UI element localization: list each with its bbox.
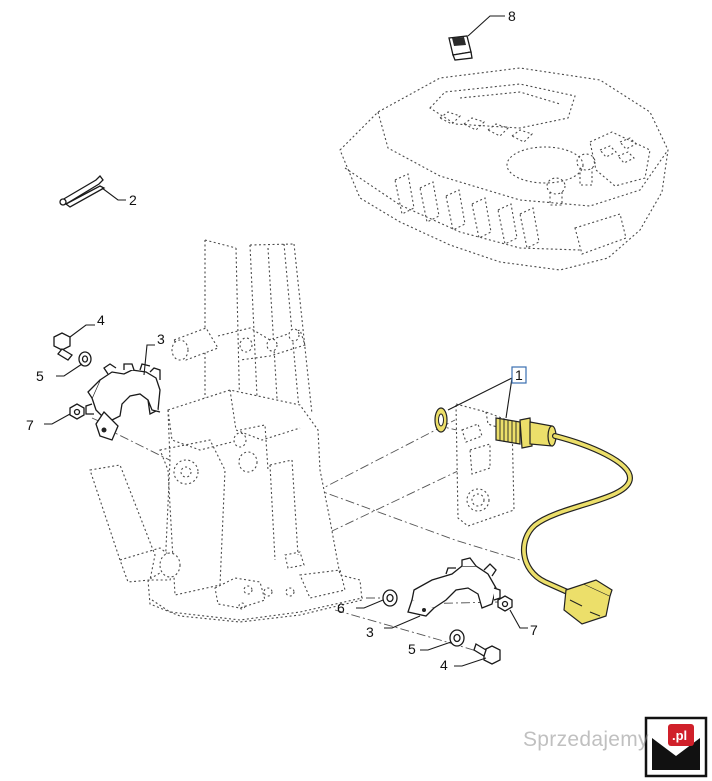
leader-1a: [447, 377, 513, 411]
leader-5-lower: [420, 641, 452, 651]
leader-3-lower: [384, 615, 421, 629]
callout-5-lower: 5: [408, 641, 416, 657]
part-6-washer: [382, 589, 398, 607]
callout-6: 6: [337, 600, 345, 616]
callout-2: 2: [129, 192, 137, 208]
callout-7-lower: 7: [530, 622, 538, 638]
leader-3-upper: [143, 344, 155, 376]
watermark-badge: .pl: [644, 716, 708, 778]
watermark-badge-red: [668, 724, 694, 746]
callout-1-box: [511, 366, 527, 384]
part-7-nut-lower: [497, 595, 513, 612]
leader-4-lower: [454, 657, 487, 667]
leader-4-upper: [69, 324, 95, 338]
callout-8: 8: [508, 8, 516, 24]
control-console: [339, 67, 669, 271]
callout-5-upper: 5: [36, 368, 44, 384]
leader-6: [356, 599, 384, 609]
watermark-text: Sprzedajemy: [523, 728, 649, 751]
leader-7-upper: [44, 413, 71, 425]
part-5-washer-lower: [449, 629, 465, 647]
part-1-sensor: [434, 407, 634, 625]
part-2-cotter-pin: [59, 175, 106, 208]
part-3-bracket-upper: [85, 363, 161, 441]
part-3-bracket-lower: [407, 557, 501, 617]
lower-bracket-group: [382, 557, 513, 665]
upper-bracket-group: [53, 332, 161, 441]
callout-3-upper: 3: [157, 331, 165, 347]
callout-7-upper: 7: [26, 417, 34, 433]
leader-1b: [505, 377, 513, 419]
leader-2: [101, 187, 126, 201]
part-8-switch-cap: [448, 35, 473, 61]
lever-assembly: [89, 239, 363, 623]
callout-4-upper: 4: [97, 312, 105, 328]
watermark-badge-text: .pl: [672, 728, 687, 743]
part-4-bolt-upper: [53, 332, 73, 361]
leader-7-lower: [509, 609, 528, 629]
part-7-nut-upper: [69, 403, 85, 420]
callout-4-lower: 4: [440, 657, 448, 673]
leader-5-upper: [56, 363, 83, 377]
leader-8: [467, 15, 505, 37]
part-5-washer-upper: [78, 351, 92, 367]
part-4-bolt-lower: [473, 643, 501, 665]
callout-3-lower: 3: [366, 624, 374, 640]
callout-1: 1: [515, 367, 523, 383]
